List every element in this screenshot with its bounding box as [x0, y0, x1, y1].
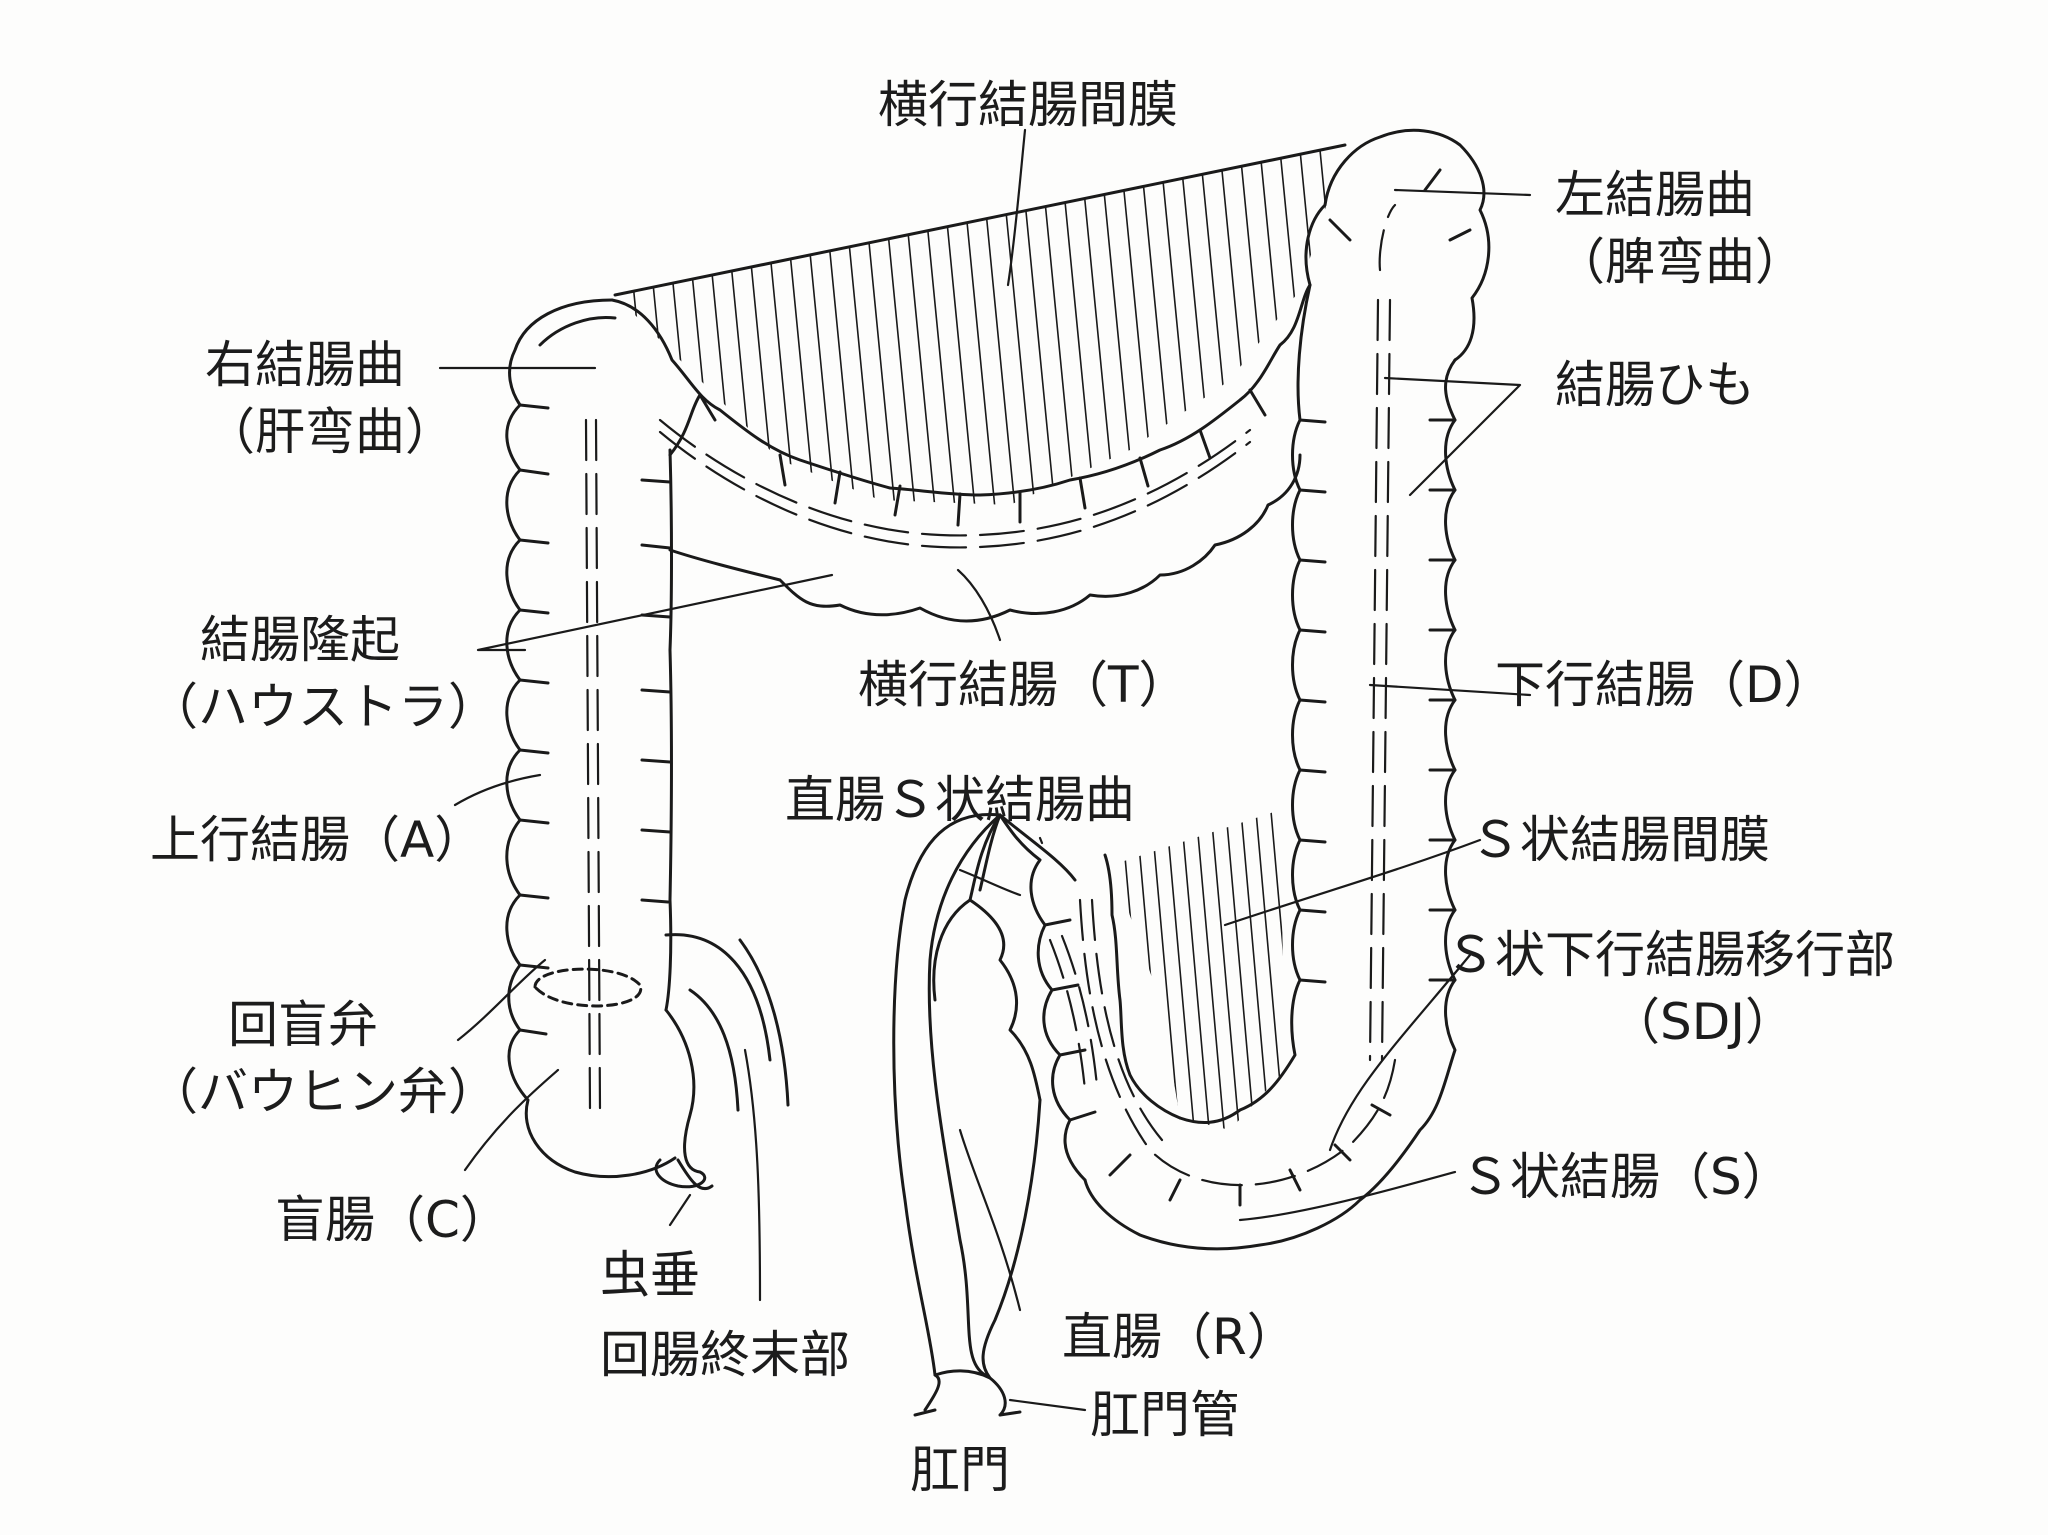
mesocolon-upper-edge	[613, 143, 1347, 297]
descending-colon-outer	[1083, 358, 1457, 1251]
label-haustra-alt: （ハウストラ）	[148, 678, 498, 736]
terminal-ileum	[664, 933, 790, 1112]
label-appendix: 虫垂	[600, 1246, 700, 1304]
label-terminal-ileum: 回腸終末部	[600, 1326, 850, 1384]
label-sigmoid-mesocolon: Ｓ状結腸間膜	[1470, 811, 1770, 869]
label-ileocecal-valve: 回盲弁	[228, 996, 378, 1054]
label-taenia-coli: 結腸ひも	[1555, 356, 1755, 414]
descending-colon-inner	[1178, 283, 1312, 1124]
descending-taenia	[1368, 203, 1397, 1062]
sigmoid-haustra	[1043, 918, 1392, 1207]
label-anus: 肛門	[910, 1441, 1010, 1499]
label-hepatic-flexure: （肝弯曲）	[205, 403, 455, 461]
rectum-taenia	[1048, 934, 1099, 1092]
ascending-haustra	[518, 403, 672, 1036]
hepatic-flexure-fold	[538, 315, 617, 347]
transverse-taenia	[658, 418, 1252, 549]
label-sigmoid-descending-junction: Ｓ状下行結腸移行部	[1445, 926, 1895, 984]
sigmoid-colon-outer	[998, 813, 1087, 1182]
label-rectosigmoid-flexure: 直腸Ｓ状結腸曲	[785, 771, 1135, 829]
ileocecal-valve	[533, 967, 643, 1008]
label-descending-colon: 下行結腸（D）	[1495, 656, 1834, 714]
label-right-colic-flexure: 右結腸曲	[205, 336, 405, 394]
label-ascending-colon: 上行結腸（A）	[150, 811, 485, 869]
label-sdj: （SDJ）	[1610, 993, 1795, 1051]
leader-lines	[438, 128, 1532, 1412]
label-splenic-flexure: （脾弯曲）	[1555, 233, 1805, 291]
ascending-taenia	[584, 418, 602, 1112]
label-transverse-mesocolon: 横行結腸間膜	[878, 76, 1178, 134]
splenic-flexure-outline	[1304, 128, 1491, 362]
label-rectum: 直腸（R）	[1062, 1308, 1297, 1366]
label-cecum: 盲腸（C）	[275, 1191, 510, 1249]
rectum-outline	[927, 813, 1042, 1380]
appendix-outline	[676, 1158, 714, 1191]
transverse-colon-upper-outline	[610, 283, 1312, 497]
anal-canal	[913, 1369, 1022, 1417]
label-haustra: 結腸隆起	[200, 611, 400, 669]
rectosigmoid-flexure-outline	[968, 813, 1042, 1102]
sigmoid-colon-inner	[1103, 853, 1182, 1120]
cecum-outline	[654, 1008, 707, 1189]
label-anal-canal: 肛門管	[1090, 1386, 1240, 1444]
ascending-colon-outline	[505, 298, 677, 1179]
descending-haustra	[1298, 168, 1472, 984]
ascending-colon-inner-edge	[664, 448, 673, 1012]
label-bauhin-valve: （バウヒン弁）	[148, 1063, 498, 1121]
label-transverse-colon: 横行結腸（T）	[858, 656, 1189, 714]
rectum-left-wall	[892, 812, 1002, 1377]
transverse-mesocolon-hatching	[619, 149, 1345, 505]
transverse-haustra	[698, 388, 1267, 527]
rectum-upper-outline	[978, 813, 1077, 892]
label-sigmoid-colon: Ｓ状結腸（S）	[1460, 1148, 1792, 1206]
sigmoid-taenia	[1078, 898, 1397, 1187]
transverse-colon-lower-outline	[668, 393, 1302, 623]
label-left-colic-flexure: 左結腸曲	[1555, 166, 1755, 224]
